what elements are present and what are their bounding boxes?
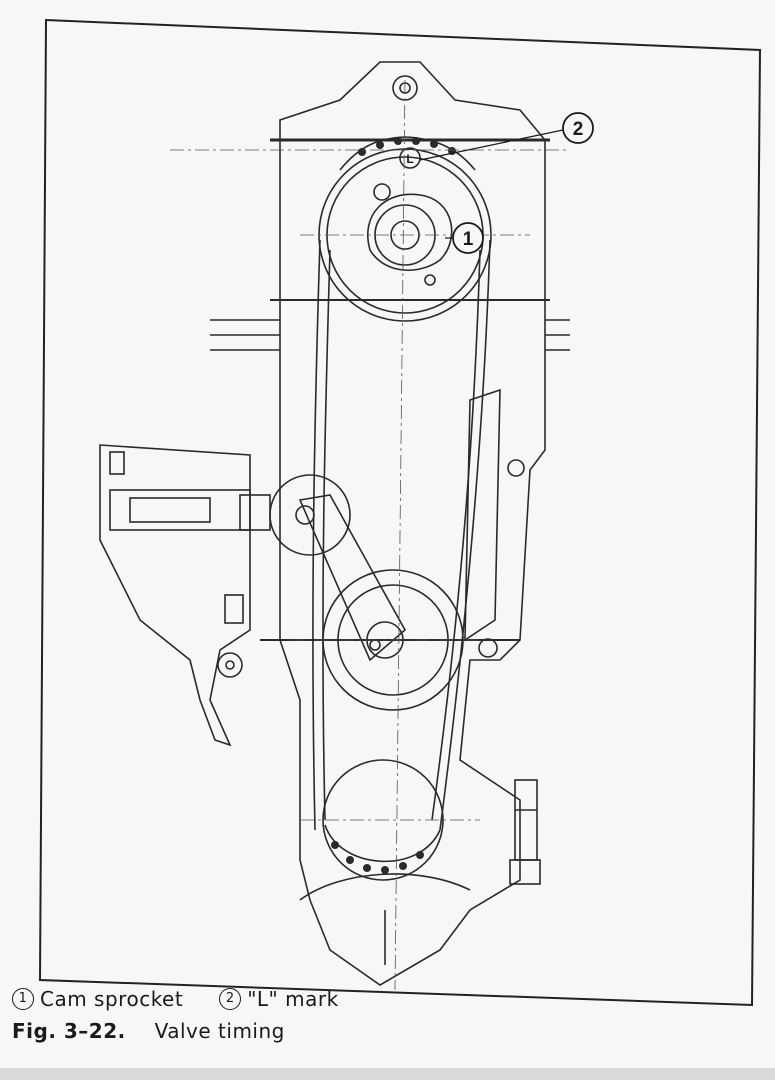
figure-caption: 1 Cam sprocket 2 "L" mark Fig. 3–22. Val… [12,985,365,1045]
tensioner-adjuster [99,444,251,747]
chain-guide [464,388,501,642]
callout-2-label: 2 [573,119,584,140]
figure-title-line: Fig. 3–22. Valve timing [12,1017,365,1045]
callout-1-label: 1 [463,229,474,250]
figure-number: Fig. 3–22. [12,1019,126,1043]
legend-line: 1 Cam sprocket 2 "L" mark [12,985,365,1013]
engine-case-outline [279,61,546,986]
legend-item-cam-sprocket: 1 Cam sprocket [12,985,183,1013]
figure-border [38,18,762,1007]
legend-label-cam-sprocket: Cam sprocket [40,987,184,1011]
callout-2 [562,112,594,144]
legend-label-l-mark: "L" mark [247,987,339,1011]
callout-1 [452,222,484,254]
legend-item-l-mark: 2 "L" mark [219,985,338,1013]
l-mark: L [406,152,413,166]
legend-number-1: 1 [12,988,34,1010]
scan-edge-strip [0,1068,775,1080]
tensioner-arm [298,494,407,662]
cam-chain-left [312,239,321,831]
legend-number-2: 2 [219,988,242,1010]
cam-chain-right [439,239,491,831]
case-bolt [514,779,538,861]
figure-title: Valve timing [154,1019,285,1043]
